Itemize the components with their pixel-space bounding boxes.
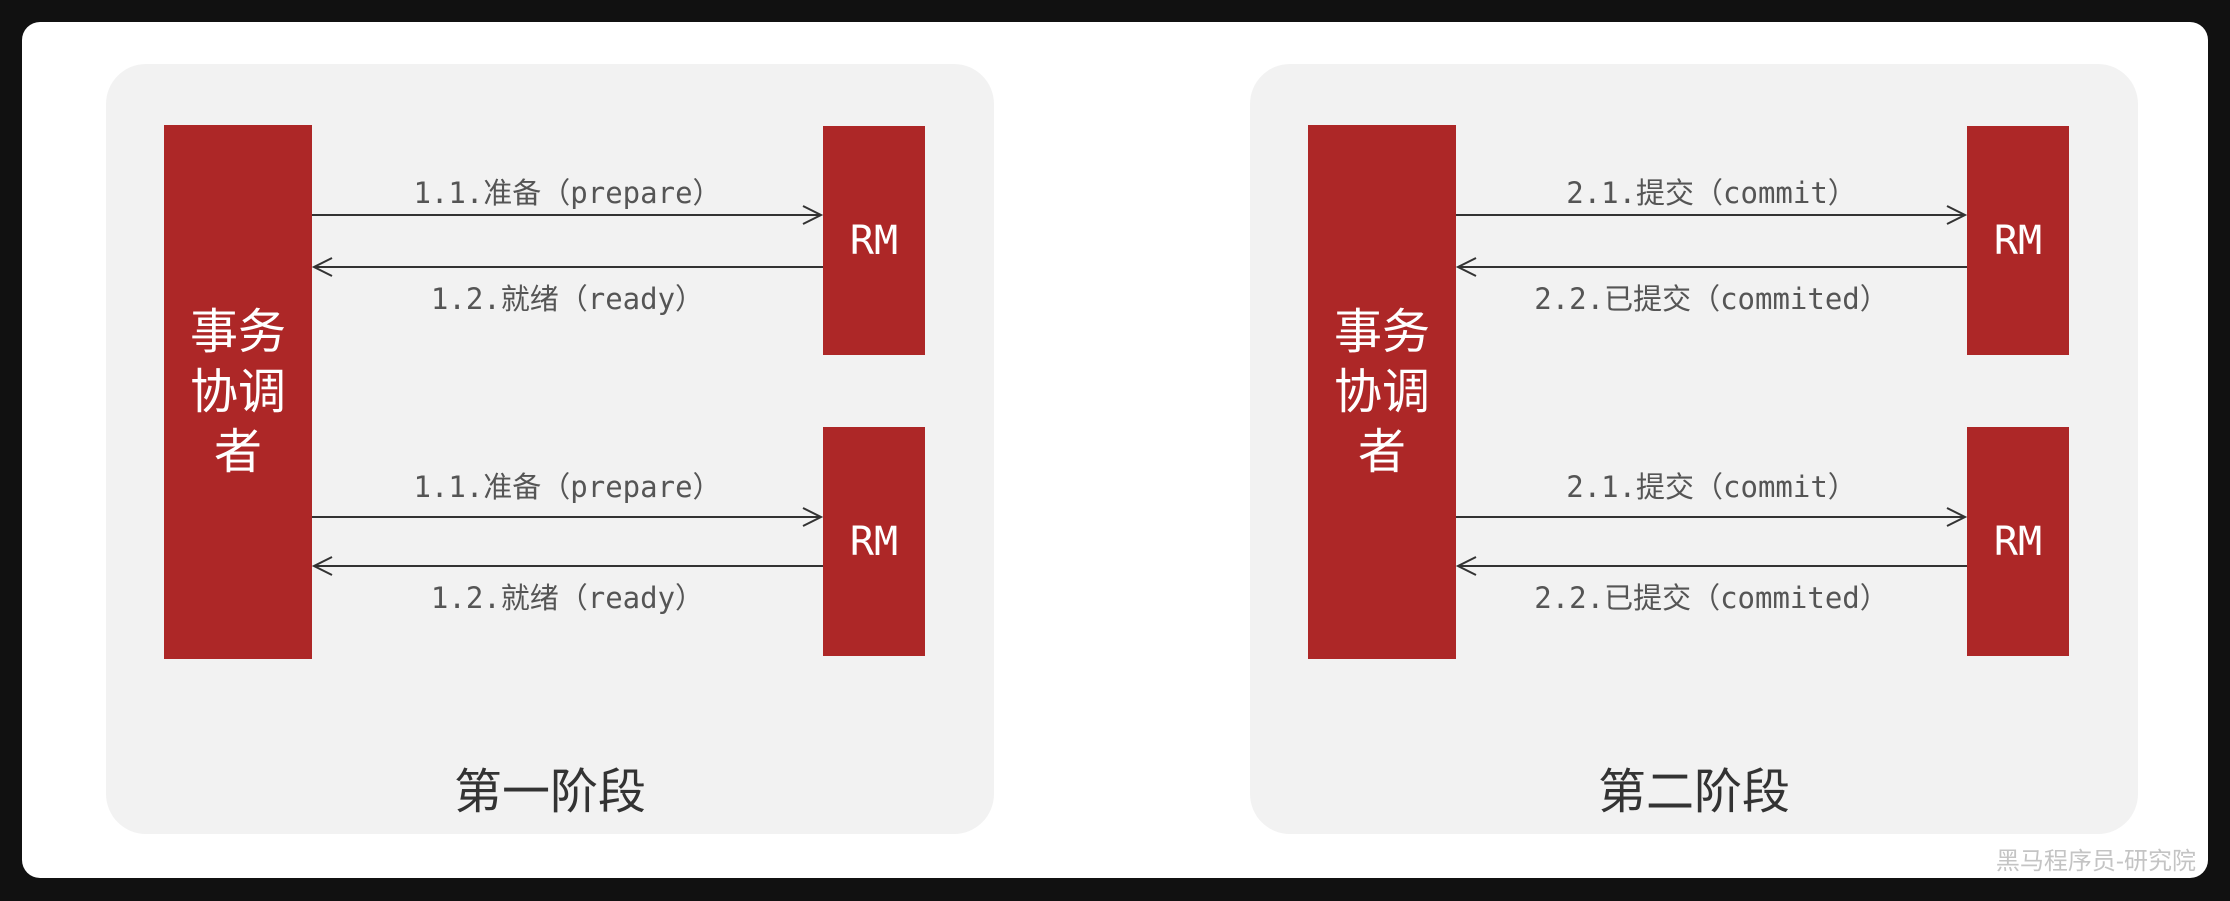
- commit-label-bottom: 2.1.提交（commit）: [1566, 470, 1857, 504]
- phase-two-title: 第二阶段: [1597, 764, 1790, 820]
- resource-manager-bottom: RM: [1967, 427, 2069, 656]
- rm-label: RM: [1993, 518, 2043, 565]
- transaction-coordinator: 事务协调者: [164, 125, 312, 659]
- rm-label: RM: [849, 217, 899, 264]
- rm-label: RM: [1993, 217, 2043, 264]
- diagram-card: 事务协调者 RM RM 1.1.准备（prepare） 1.2.就绪（ready…: [22, 22, 2208, 878]
- coordinator-label: 事务协调者: [189, 304, 286, 480]
- resource-manager-top: RM: [823, 126, 925, 355]
- prepare-label-top: 1.1.准备（prepare）: [413, 176, 722, 210]
- phase-one-arrows: [311, 205, 824, 576]
- arrowhead-left-icon: [1455, 556, 1477, 576]
- transaction-coordinator: 事务协调者: [1308, 125, 1456, 659]
- resource-manager-bottom: RM: [823, 427, 925, 656]
- arrowhead-right-icon: [802, 507, 824, 527]
- commit-label-top: 2.1.提交（commit）: [1566, 176, 1857, 210]
- arrowhead-right-icon: [802, 205, 824, 225]
- ready-label-bottom: 1.2.就绪（ready）: [430, 581, 705, 615]
- arrowhead-left-icon: [311, 556, 333, 576]
- arrowhead-right-icon: [1946, 507, 1968, 527]
- rm-label: RM: [849, 518, 899, 565]
- resource-manager-top: RM: [1967, 126, 2069, 355]
- committed-label-top: 2.2.已提交（commited）: [1534, 282, 1889, 316]
- arrowhead-left-icon: [1455, 257, 1477, 277]
- ready-label-top: 1.2.就绪（ready）: [430, 282, 705, 316]
- watermark: 黑马程序员-研究院: [1995, 847, 2196, 875]
- arrowhead-right-icon: [1946, 205, 1968, 225]
- phase-two-panel: 事务协调者 RM RM 2.1.提交（commit） 2.2.已提交（commi…: [1250, 64, 2138, 834]
- prepare-label-bottom: 1.1.准备（prepare）: [413, 470, 722, 504]
- phase-one-title: 第一阶段: [453, 764, 646, 820]
- coordinator-label: 事务协调者: [1333, 304, 1430, 480]
- arrowhead-left-icon: [311, 257, 333, 277]
- committed-label-bottom: 2.2.已提交（commited）: [1534, 581, 1889, 615]
- phase-one-panel: 事务协调者 RM RM 1.1.准备（prepare） 1.2.就绪（ready…: [106, 64, 994, 834]
- phase-two-arrows: [1455, 205, 1968, 576]
